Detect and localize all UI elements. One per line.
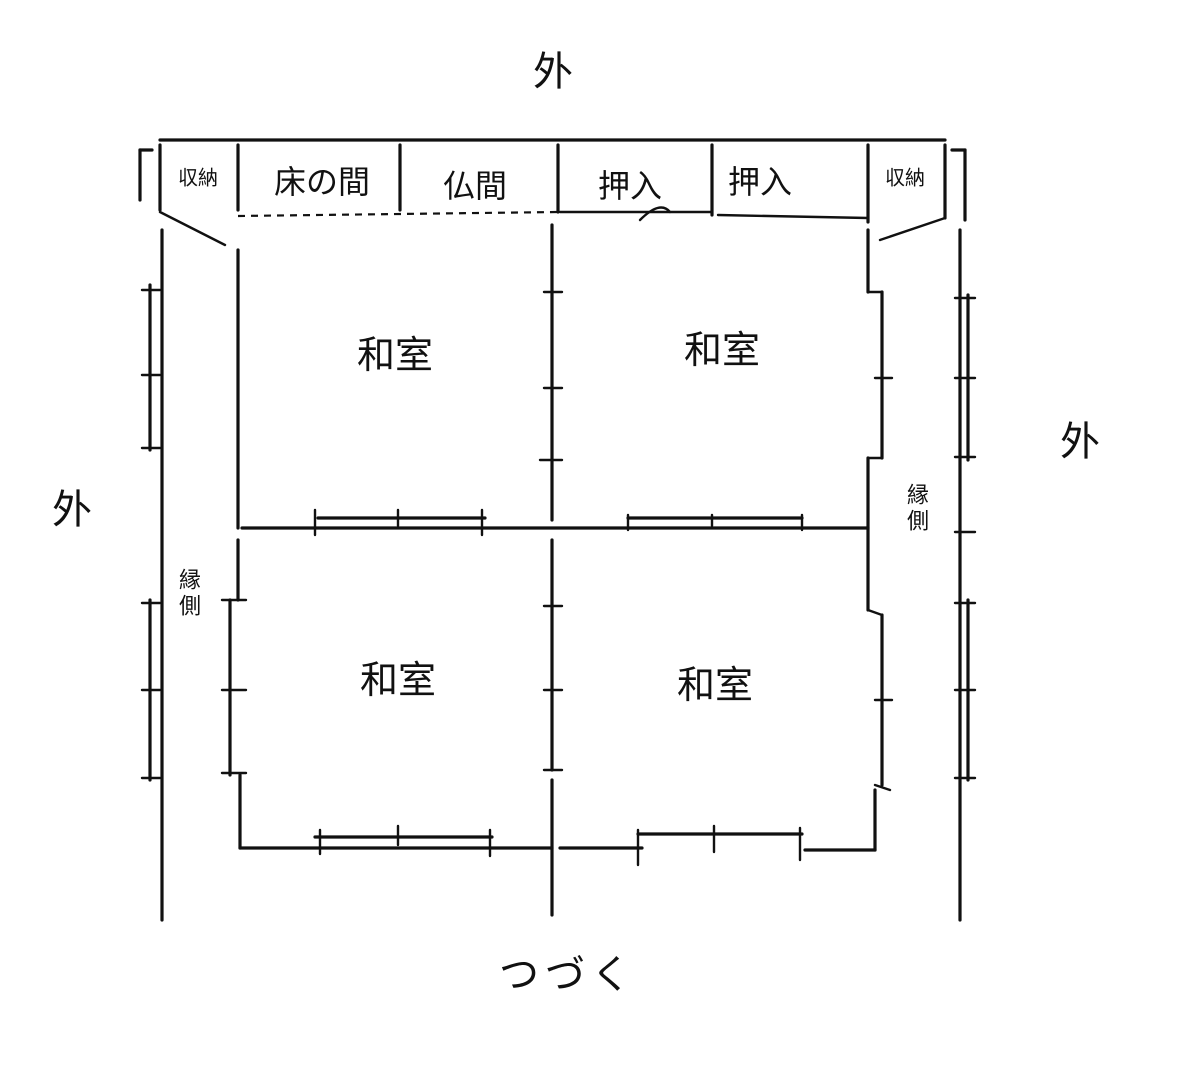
room-label-top-right: 和室 bbox=[683, 328, 761, 372]
engawa-right-label: 縁側 bbox=[906, 483, 929, 535]
closet-1-label: 押入 bbox=[597, 167, 663, 205]
top-storage-strip bbox=[138, 138, 967, 247]
room-label-bottom-right: 和室 bbox=[676, 663, 754, 707]
room-label-top-left: 和室 bbox=[356, 333, 434, 377]
tokonoma-label: 床の間 bbox=[273, 163, 371, 201]
room-walls bbox=[220, 223, 894, 917]
storage-right-label: 収納 bbox=[885, 165, 925, 190]
outside-label-right: 外 bbox=[1060, 419, 1100, 465]
engawa-left-label: 縁側 bbox=[178, 568, 201, 620]
outside-label-left: 外 bbox=[52, 487, 92, 533]
storage-left-label: 収納 bbox=[178, 165, 218, 190]
continues-label: つづく bbox=[499, 952, 637, 998]
room-label-bottom-left: 和室 bbox=[359, 658, 437, 702]
left-engawa-walls bbox=[140, 228, 164, 922]
outside-label-top: 外 bbox=[533, 49, 573, 95]
closet-2-label: 押入 bbox=[727, 163, 793, 201]
right-engawa-walls bbox=[953, 228, 977, 922]
butsuma-label: 仏間 bbox=[442, 167, 508, 205]
